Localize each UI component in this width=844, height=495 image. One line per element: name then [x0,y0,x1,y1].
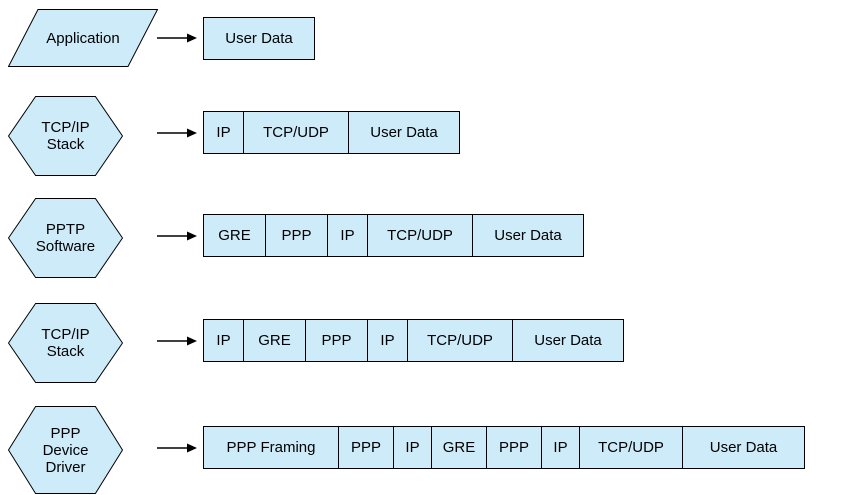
flow-arrow [157,229,197,243]
flow-arrow-icon [157,443,197,453]
packet-field: User Data [225,30,293,47]
packet-field: User Data [494,227,562,244]
flow-arrow [157,441,197,455]
hexagon-shape [8,406,123,494]
packet-field: TCP/UDP [408,320,513,361]
stage-shape-hexagon: TCP/IP Stack [8,303,123,383]
packet-field: TCP/UDP [244,112,349,153]
packet-strip: User Data [203,17,315,60]
packet-field: PPP [339,427,394,468]
hexagon-shape [8,198,123,278]
packet-field: IP [394,427,432,468]
packet-field: IP [204,112,244,153]
packet-field: User Data [709,439,778,456]
packet-field: GRE [432,427,487,468]
packet-field: IP [542,427,580,468]
parallelogram-shape [8,9,158,67]
flow-arrow [157,334,197,348]
stage-shape-parallelogram: Application [8,9,158,67]
flow-arrow-icon [157,128,197,138]
hexagon-shape [8,96,123,176]
packet-field: User Data [534,332,602,349]
packet-field: User Data [370,124,438,141]
hexagon-shape [8,303,123,383]
flow-arrow [157,126,197,140]
packet-field: TCP/UDP [580,427,683,468]
stage-shape-hexagon: TCP/IP Stack [8,96,123,176]
packet-field: TCP/UDP [368,215,473,256]
flow-arrow-icon [157,231,197,241]
packet-field: PPP [266,215,328,256]
packet-field: GRE [244,320,306,361]
flow-arrow [157,31,197,45]
packet-field: IP [204,320,244,361]
stage-shape-hexagon: PPP Device Driver [8,406,123,494]
flow-arrow-icon [157,33,197,43]
packet-field: PPP [487,427,542,468]
flow-arrow-icon [157,336,197,346]
packet-field: IP [368,320,408,361]
packet-field: PPP [306,320,368,361]
packet-field: GRE [204,215,266,256]
packet-field: PPP Framing [204,427,339,468]
packet-field: IP [328,215,368,256]
stage-shape-hexagon: PPTP Software [8,198,123,278]
